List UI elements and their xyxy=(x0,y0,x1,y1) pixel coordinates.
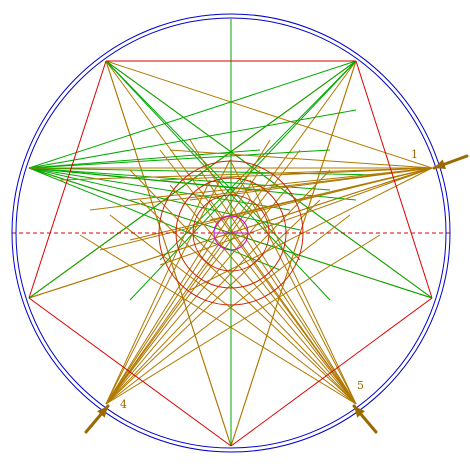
fan-line-4 xyxy=(105,234,381,405)
arrow-1-head xyxy=(434,159,447,169)
polygon xyxy=(28,60,433,447)
outer-circle xyxy=(11,13,451,453)
arrows xyxy=(84,154,469,434)
outer-circle-inner xyxy=(15,17,447,449)
fan-line-left xyxy=(28,60,357,169)
polygon-edge xyxy=(230,297,433,447)
fan-line-left xyxy=(28,167,291,211)
fan-line-left xyxy=(28,167,381,176)
fan-line-1 xyxy=(159,167,433,266)
star-line xyxy=(105,60,232,447)
arrow-5-head xyxy=(354,406,365,418)
fan-line-1 xyxy=(189,167,433,291)
fan-line-4 xyxy=(105,159,231,405)
fan-line-1 xyxy=(59,167,433,181)
fan-line-left xyxy=(28,149,331,169)
fan-line-green xyxy=(105,60,433,299)
inner-circle-large xyxy=(158,160,304,306)
fan-line-4 xyxy=(105,169,331,405)
fan-line-4 xyxy=(105,184,291,405)
arrow-4-head xyxy=(97,406,108,418)
fan-line-left xyxy=(28,167,281,271)
fan-line-4 xyxy=(105,199,321,405)
vertex-label-1: 1 xyxy=(411,148,418,161)
fan-line-green xyxy=(105,60,331,301)
inner-circle-small xyxy=(192,194,270,272)
fan-line-left xyxy=(28,109,357,169)
fan-line-left xyxy=(28,167,261,191)
fan-line-4 xyxy=(105,214,351,405)
fan-line-5 xyxy=(169,184,357,405)
polygon-edge xyxy=(28,60,107,299)
fan-line-5 xyxy=(79,234,357,405)
fan-line-5 xyxy=(209,199,357,405)
vertex-label-4: 4 xyxy=(120,398,127,411)
fan-line-green xyxy=(129,60,357,301)
fan-line-5 xyxy=(189,139,357,405)
fan-lines xyxy=(28,60,433,447)
polygon-edge xyxy=(355,60,433,299)
fan-line-5 xyxy=(109,214,357,405)
fan-line-1 xyxy=(89,167,433,211)
inner-circle-medium xyxy=(175,177,287,289)
fan-line-1 xyxy=(169,149,433,169)
circles xyxy=(11,13,451,453)
fan-line-4 xyxy=(105,199,251,405)
fan-line-left xyxy=(28,149,261,169)
fan-line-5 xyxy=(159,149,357,405)
star-line xyxy=(105,60,433,169)
fan-line-green xyxy=(28,60,357,299)
vertex-label-5: 5 xyxy=(357,379,364,392)
fan-line-1 xyxy=(99,167,433,251)
fan-line-1 xyxy=(129,167,433,201)
polygon-edge xyxy=(28,297,232,447)
